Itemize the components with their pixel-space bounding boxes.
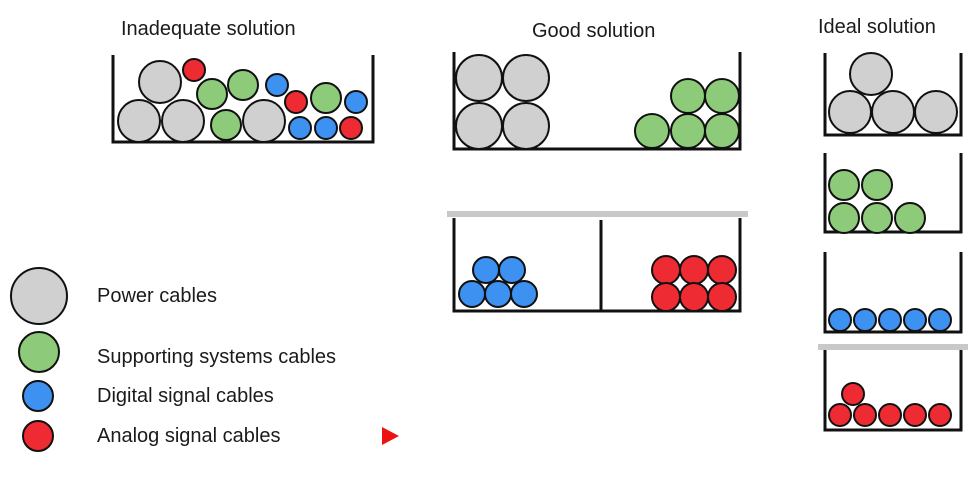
cable-good-digital-1 bbox=[498, 256, 526, 284]
cable-inadequate-digital-10 bbox=[344, 90, 368, 114]
cable-ideal-power-2 bbox=[871, 90, 915, 134]
title-inadequate-solution: Inadequate solution bbox=[121, 18, 296, 40]
cable-ideal-support-1 bbox=[861, 169, 893, 201]
legend-swatch-analog bbox=[22, 420, 54, 452]
cable-ideal-support-4 bbox=[894, 202, 926, 234]
cable-inadequate-support-11 bbox=[210, 109, 242, 141]
tray-ideal-digital bbox=[823, 252, 963, 334]
cable-inadequate-support-5 bbox=[196, 78, 228, 110]
cable-ideal-digital-2 bbox=[878, 308, 902, 332]
cable-ideal-analog-top bbox=[841, 382, 865, 406]
cable-ideal-analog-3 bbox=[903, 403, 927, 427]
cable-ideal-power-1 bbox=[828, 90, 872, 134]
legend-swatch-power bbox=[10, 267, 68, 325]
cable-ideal-power-0 bbox=[849, 52, 893, 96]
cable-ideal-analog-2 bbox=[878, 403, 902, 427]
cable-good-analog-5 bbox=[707, 282, 737, 312]
cable-good-power-3 bbox=[502, 102, 550, 150]
tray-inadequate bbox=[111, 55, 375, 144]
legend-swatch-supporting bbox=[18, 331, 60, 373]
cable-ideal-digital-1 bbox=[853, 308, 877, 332]
cable-ideal-digital-3 bbox=[903, 308, 927, 332]
cable-ideal-analog-0 bbox=[828, 403, 852, 427]
cable-good-support-1 bbox=[704, 78, 740, 114]
title-good-solution: Good solution bbox=[532, 20, 656, 42]
cable-good-support-2 bbox=[634, 113, 670, 149]
cable-good-digital-2 bbox=[458, 280, 486, 308]
cable-inadequate-analog-8 bbox=[284, 90, 308, 114]
cable-good-analog-2 bbox=[707, 255, 737, 285]
cable-inadequate-analog-4 bbox=[182, 58, 206, 82]
tray-good-lower bbox=[452, 218, 742, 313]
legend-label-analog: Analog signal cables bbox=[97, 425, 281, 447]
cable-ideal-power-3 bbox=[914, 90, 958, 134]
tray-ideal-analog bbox=[823, 348, 963, 432]
cable-inadequate-power-3 bbox=[138, 60, 182, 104]
cable-inadequate-support-9 bbox=[310, 82, 342, 114]
cable-good-support-0 bbox=[670, 78, 706, 114]
cable-ideal-analog-1 bbox=[853, 403, 877, 427]
legend-label-digital: Digital signal cables bbox=[97, 385, 274, 407]
cable-ideal-digital-4 bbox=[928, 308, 952, 332]
cable-ideal-support-0 bbox=[828, 169, 860, 201]
cable-good-support-3 bbox=[670, 113, 706, 149]
cable-good-digital-0 bbox=[472, 256, 500, 284]
cable-inadequate-analog-14 bbox=[339, 116, 363, 140]
legend-swatch-digital bbox=[22, 380, 54, 412]
cable-good-power-1 bbox=[502, 54, 550, 102]
title-ideal-solution: Ideal solution bbox=[818, 16, 936, 38]
cable-inadequate-digital-7 bbox=[265, 73, 289, 97]
cable-ideal-digital-0 bbox=[828, 308, 852, 332]
cable-good-analog-0 bbox=[651, 255, 681, 285]
legend-label-power: Power cables bbox=[97, 285, 218, 307]
cable-ideal-support-3 bbox=[861, 202, 893, 234]
play-triangle-icon bbox=[382, 427, 399, 445]
cable-ideal-analog-4 bbox=[928, 403, 952, 427]
cable-good-digital-3 bbox=[484, 280, 512, 308]
cable-good-power-2 bbox=[455, 102, 503, 150]
cable-inadequate-power-1 bbox=[161, 99, 205, 143]
cable-inadequate-digital-13 bbox=[314, 116, 338, 140]
tray-ideal-power bbox=[823, 53, 963, 137]
tray-good-upper bbox=[452, 52, 742, 151]
cable-ideal-support-2 bbox=[828, 202, 860, 234]
cable-good-analog-1 bbox=[679, 255, 709, 285]
cable-inadequate-digital-12 bbox=[288, 116, 312, 140]
legend-label-supporting: Supporting systems cables bbox=[97, 346, 337, 368]
tray-ideal-support bbox=[823, 153, 963, 234]
cable-inadequate-power-2 bbox=[242, 99, 286, 143]
cable-good-power-0 bbox=[455, 54, 503, 102]
cable-inadequate-power-0 bbox=[117, 99, 161, 143]
cable-good-support-4 bbox=[704, 113, 740, 149]
cable-good-analog-3 bbox=[651, 282, 681, 312]
cable-good-analog-4 bbox=[679, 282, 709, 312]
cable-good-digital-4 bbox=[510, 280, 538, 308]
cable-inadequate-support-6 bbox=[227, 69, 259, 101]
